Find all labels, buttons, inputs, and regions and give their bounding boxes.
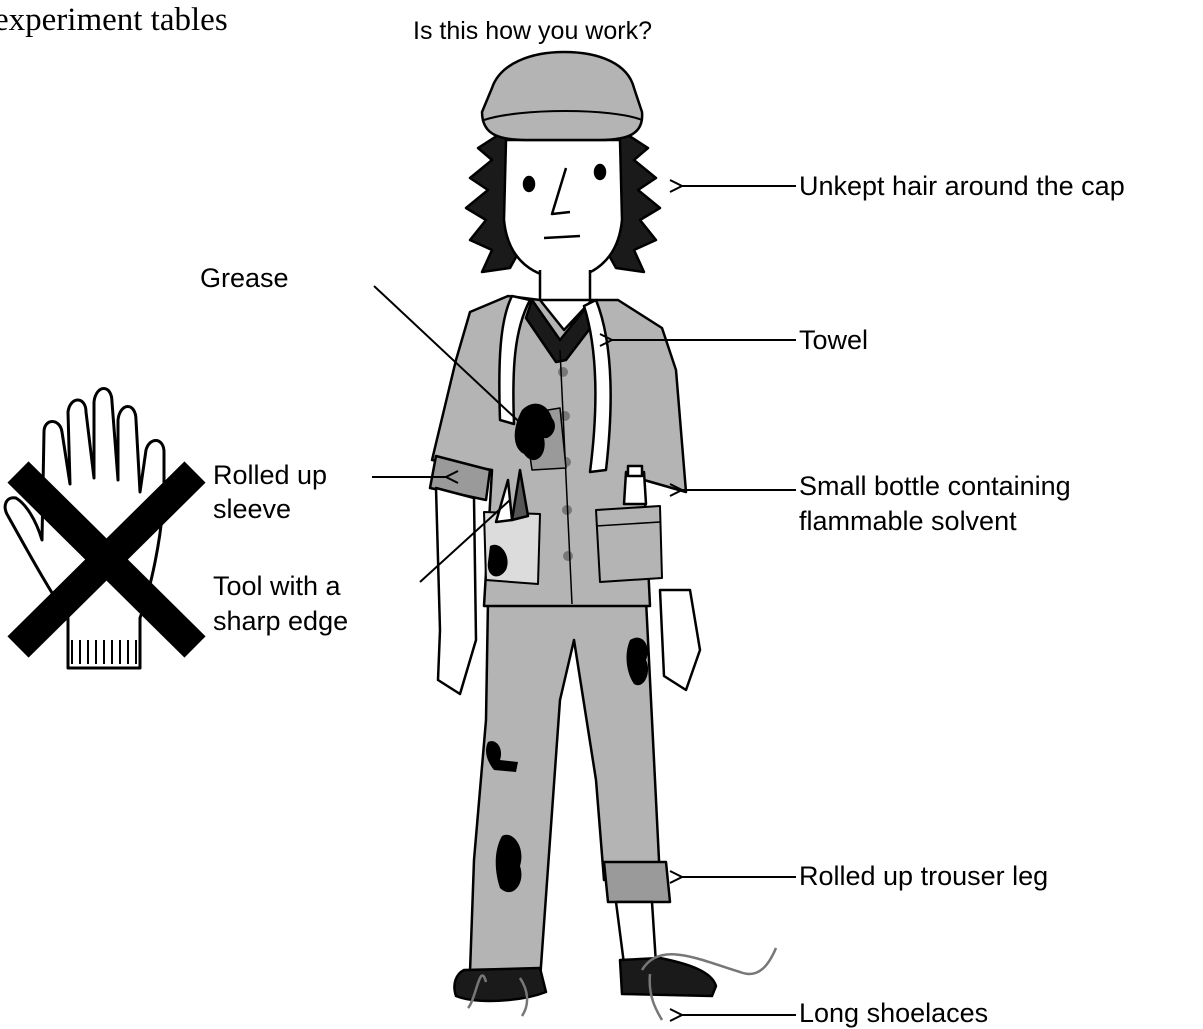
- label-sleeve-line1: Rolled up: [213, 460, 327, 491]
- label-trouser: Rolled up trouser leg: [799, 861, 1048, 892]
- worker-figure: [430, 52, 776, 1020]
- label-shoelaces: Long shoelaces: [799, 998, 988, 1029]
- label-bottle-line1: Small bottle containing: [799, 471, 1071, 502]
- label-bottle-line2: flammable solvent: [799, 506, 1017, 537]
- label-hair: Unkept hair around the cap: [799, 171, 1125, 202]
- label-tool-line1: Tool with a: [213, 571, 341, 602]
- label-towel: Towel: [799, 325, 868, 356]
- label-grease: Grease: [200, 263, 289, 294]
- label-tool-line2: sharp edge: [213, 606, 348, 637]
- label-sleeve-line2: sleeve: [213, 494, 291, 525]
